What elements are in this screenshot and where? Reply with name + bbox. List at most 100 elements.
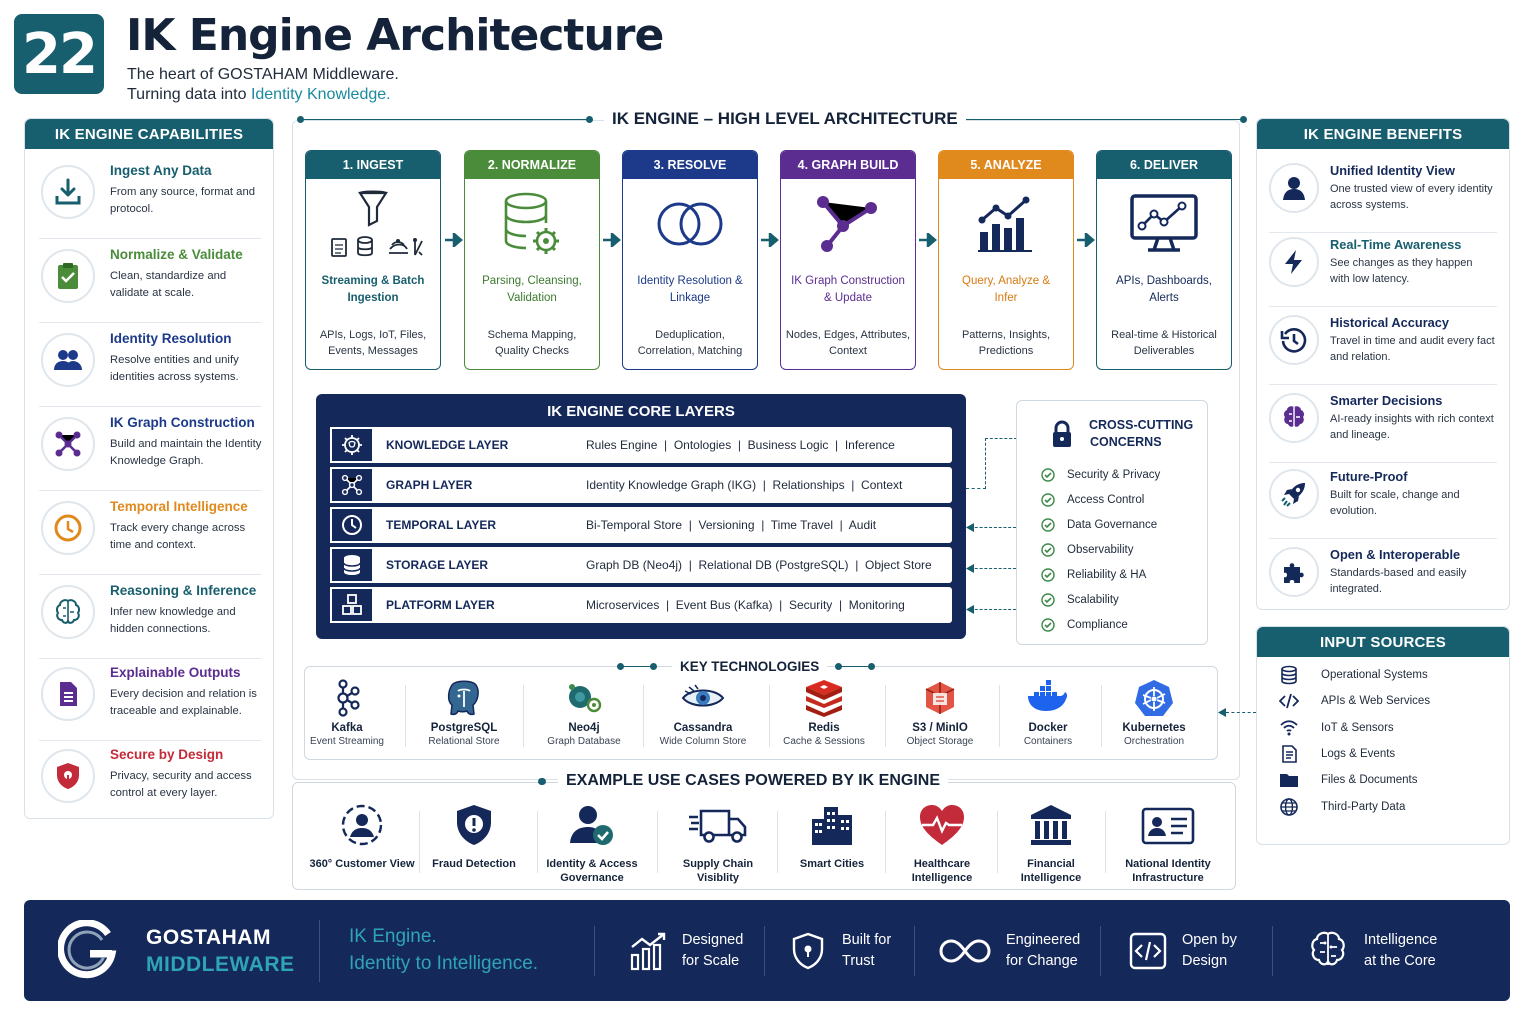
globe-icon	[1279, 797, 1299, 817]
use-cases-box: 360° Customer View Fraud Detection Ident…	[292, 782, 1236, 890]
customer-view-icon	[338, 803, 386, 847]
use-case-item: Smart Cities	[773, 803, 891, 871]
capability-desc: Track every change across time and conte…	[110, 522, 246, 551]
funnel-icon	[318, 189, 428, 259]
capability-desc: Clean, standardize and validate at scale…	[110, 270, 227, 299]
check-circle-icon	[1041, 543, 1055, 557]
shield-icon	[788, 931, 828, 971]
connector-arrowhead	[1218, 708, 1226, 717]
connector-arrowhead	[966, 523, 974, 532]
concern-item: Data Governance	[1041, 516, 1157, 534]
heart-pulse-icon	[918, 803, 966, 847]
divider	[523, 685, 524, 747]
concern-item: Scalability	[1041, 591, 1119, 609]
divider	[777, 811, 778, 873]
clipboard-check-icon	[53, 261, 83, 291]
stage-analyze: 5. ANALYZE Query, Analyze & Infer Patter…	[938, 150, 1074, 370]
capability-item: Normalize & Validate Clean, standardize …	[39, 239, 261, 323]
clock-icon	[340, 513, 364, 537]
code-icon	[1279, 691, 1299, 711]
rocket-icon	[1280, 480, 1308, 508]
layer-platform: PLATFORM LAYER Microservices | Event Bus…	[330, 587, 952, 623]
input-source-item: Third-Party Data	[1279, 797, 1405, 817]
divider	[594, 926, 595, 976]
footer-tagline-2: Identity to Intelligence.	[349, 953, 539, 974]
benefit-item: Historical Accuracy Travel in time and a…	[1269, 309, 1497, 385]
benefit-item: Future-Proof Built for scale, change and…	[1269, 463, 1497, 539]
capability-title: Normalize & Validate	[110, 247, 243, 262]
monitor-icon	[1128, 192, 1200, 256]
input-sources-title: INPUT SOURCES	[1257, 627, 1509, 657]
capability-desc: Privacy, security and access control at …	[110, 770, 252, 799]
brain-icon	[1306, 929, 1350, 973]
document-icon	[53, 679, 83, 709]
subtitle-highlight: Identity Knowledge.	[250, 86, 391, 103]
capability-desc: From any source, format and protocol.	[110, 186, 256, 215]
benefits-panel: IK ENGINE BENEFITS Unified Identity View…	[1256, 118, 1510, 610]
divider	[643, 685, 644, 747]
architecture-title: IK ENGINE – HIGH LEVEL ARCHITECTURE	[604, 109, 966, 129]
s3-icon	[918, 679, 962, 717]
connector-arrowhead	[966, 605, 974, 614]
overlap-circles-icon	[654, 199, 726, 249]
benefit-item: Open & Interoperable Standards-based and…	[1269, 541, 1497, 617]
capability-desc: Build and maintain the Identity Knowledg…	[110, 438, 262, 467]
divider	[1105, 811, 1106, 873]
capability-item: Identity Resolution Resolve entities and…	[39, 323, 261, 407]
user-icon	[1280, 174, 1308, 202]
puzzle-icon	[1280, 558, 1308, 586]
connector-line	[966, 488, 986, 489]
bolt-icon	[1280, 248, 1308, 276]
bank-icon	[1027, 803, 1075, 847]
input-source-item: Operational Systems	[1279, 665, 1428, 685]
use-case-item: Fraud Detection	[415, 803, 533, 871]
divider	[999, 685, 1000, 747]
capability-title: IK Graph Construction	[110, 415, 255, 430]
brain-icon	[53, 597, 83, 627]
lock-icon	[1047, 419, 1077, 449]
capability-title: Ingest Any Data	[110, 163, 212, 178]
redis-icon	[802, 679, 846, 717]
graph-icon	[53, 429, 83, 459]
capability-title: Identity Resolution	[110, 331, 232, 346]
check-circle-icon	[1041, 593, 1055, 607]
divider	[319, 920, 320, 982]
capability-desc: Resolve entities and unify identities ac…	[110, 354, 239, 383]
brain-gear-icon	[340, 433, 364, 457]
page-title: IK Engine Architecture	[126, 10, 664, 61]
title-rule-left	[297, 116, 593, 123]
flow-arrow	[761, 233, 779, 247]
divider	[419, 811, 420, 873]
connector-line	[970, 527, 1016, 528]
input-source-item: APIs & Web Services	[1279, 691, 1430, 711]
stage-ingest: 1. INGEST Streaming & Batch Ingestion AP…	[305, 150, 441, 370]
footer-tagline-1: IK Engine.	[349, 926, 437, 947]
footer-banner: GOSTAHAM MIDDLEWARE IK Engine. Identity …	[24, 900, 1510, 1001]
neo4j-icon	[562, 679, 606, 717]
layer-storage: STORAGE LAYER Graph DB (Neo4j) | Relatio…	[330, 547, 952, 583]
concern-item: Observability	[1041, 541, 1133, 559]
growth-chart-icon	[628, 931, 668, 971]
shield-icon	[53, 761, 83, 791]
input-source-item: Files & Documents	[1279, 770, 1418, 790]
download-icon	[53, 177, 83, 207]
check-circle-icon	[1041, 618, 1055, 632]
connector-arrowhead	[966, 564, 974, 573]
check-circle-icon	[1041, 468, 1055, 482]
check-circle-icon	[1041, 493, 1055, 507]
network-icon	[340, 473, 364, 497]
